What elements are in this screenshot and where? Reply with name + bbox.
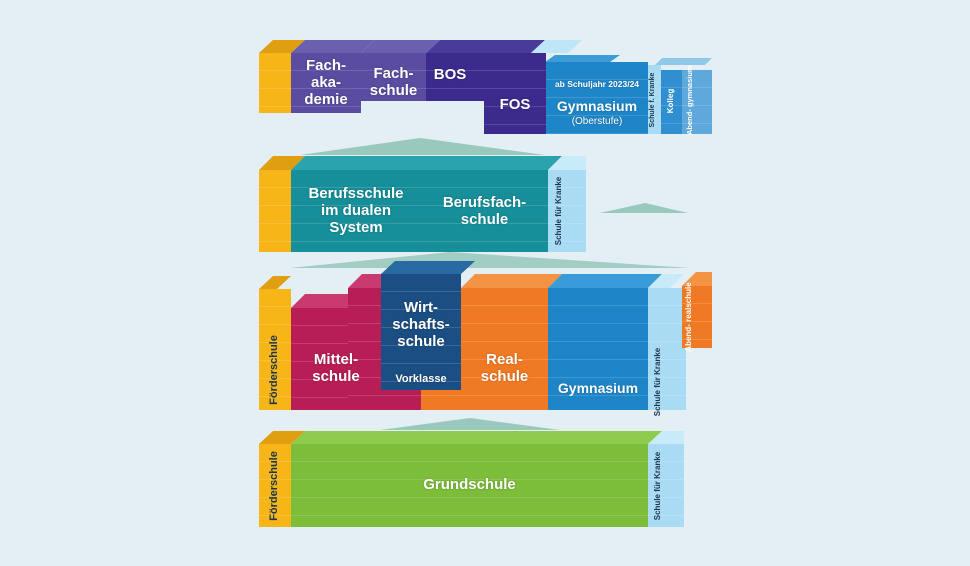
hill-upper: [300, 138, 545, 155]
upper-krankenschule-block: [648, 65, 661, 134]
abendrealschule-block: [682, 286, 712, 348]
kolleg-block: [661, 70, 682, 134]
hill-right: [600, 203, 688, 213]
mittelschule-block-low: [291, 308, 348, 410]
upper-gymnasium-block: [546, 62, 648, 134]
primary-foerderschule-block: [259, 444, 291, 527]
hill-lower: [380, 418, 560, 430]
primary-krankenschule-block: [648, 444, 684, 527]
realschule-label: Real- schule: [480, 351, 529, 385]
grundschule-label: Grundschule: [423, 476, 516, 493]
fachschule-block: [361, 53, 426, 101]
vocational-krankenschule-block: [548, 170, 586, 252]
hill-middle: [290, 252, 690, 268]
fachschule-label: Fach- schule: [369, 65, 418, 99]
wirtschaftsschule-label: Wirt- schafts- schule: [392, 299, 450, 350]
gymnasium-oberstufe-label: (Oberstufe): [571, 116, 623, 127]
abendgymnasium-block: [682, 70, 712, 134]
fachakademie-block: [291, 53, 361, 113]
upper-foerderschule-block: [259, 53, 291, 113]
mittelschule-label: Mittel- schule: [312, 351, 360, 385]
fos-block: [484, 53, 546, 134]
berufsschule-label: Berufsschule im dualen System: [308, 185, 404, 236]
secondary-krankenschule-block: [648, 288, 686, 410]
primary-krankenschule-label: Schule für Kranke: [653, 451, 662, 521]
vorklasse-label: Vorklasse: [395, 373, 447, 385]
primary-foerderschule-label: Förderschule: [268, 451, 280, 521]
gymnasium-note-label: ab Schuljahr 2023/24: [554, 79, 640, 89]
secondary-foerderschule-block: [259, 289, 291, 410]
wirtschaftsschule-block: [381, 274, 461, 390]
upper-gymnasium-label: Gymnasium: [556, 98, 638, 114]
fos-label: FOS: [499, 96, 531, 113]
berufsfachschule-block: [421, 170, 548, 252]
vocational-foerderschule-block: [259, 170, 291, 252]
grundschule-block: [291, 444, 648, 527]
bos-label: BOS: [433, 66, 467, 83]
berufsschule-block: [291, 170, 421, 252]
fachakademie-label: Fach- aka- demie: [304, 57, 348, 108]
secondary-gymnasium-label: Gymnasium: [557, 380, 639, 396]
secondary-gymnasium-block: [548, 288, 648, 410]
bos-block: [426, 53, 484, 101]
berufsfachschule-label: Berufsfach- schule: [442, 194, 527, 228]
